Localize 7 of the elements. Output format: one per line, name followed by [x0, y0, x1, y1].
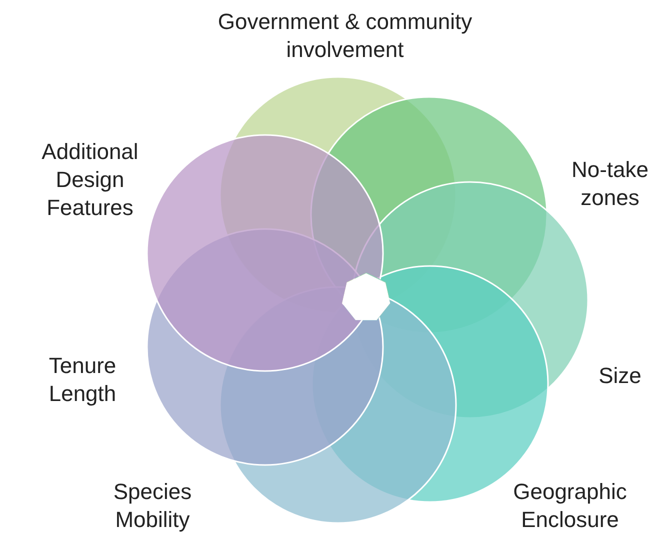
circle-label: Species Mobility [112, 478, 193, 534]
circle-label: Government & community involvement [216, 8, 474, 64]
circle-label: Geographic Enclosure [512, 478, 628, 534]
circle-label: No-take zones [570, 156, 650, 212]
circle-label: Size [598, 362, 642, 390]
circle-label: Tenure Length [48, 352, 118, 408]
circle-label: Additional Design Features [40, 138, 140, 222]
